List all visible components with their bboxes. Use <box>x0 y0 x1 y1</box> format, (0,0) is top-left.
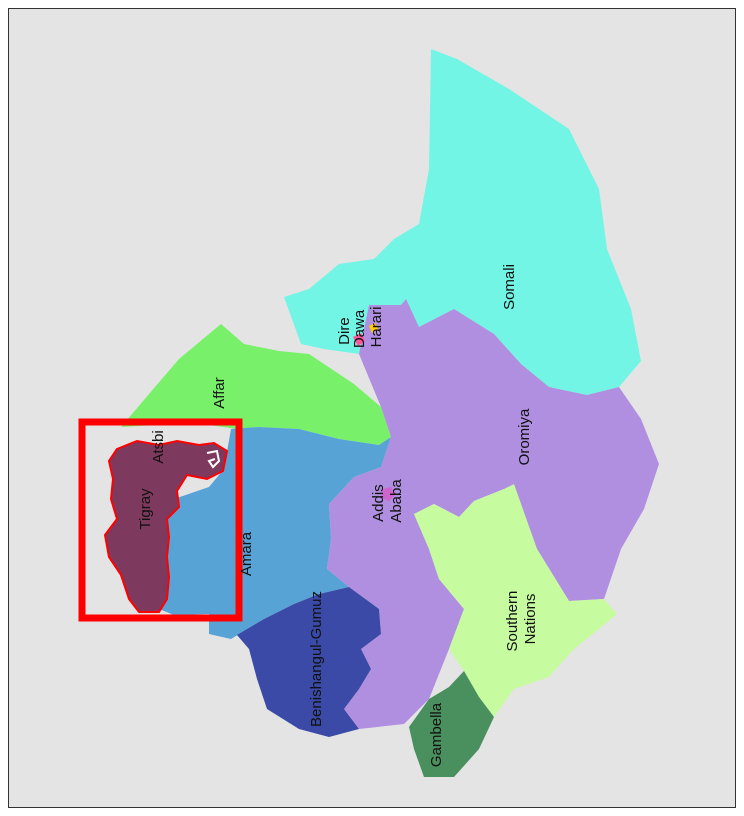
region-southern-nations[interactable] <box>414 484 617 717</box>
label-oromiya: Oromiya <box>516 408 533 465</box>
label-dire-dawa: Dire Dawa <box>336 309 368 348</box>
label-southern-nations: Southern Nations <box>504 586 539 651</box>
label-afar: Affar <box>211 377 228 408</box>
label-amara: Amara <box>238 531 255 576</box>
label-addis-ababa: Addis Ababa <box>370 479 405 523</box>
region-somali[interactable] <box>284 49 641 395</box>
region-amara[interactable] <box>159 427 391 639</box>
label-tigray: Tigray <box>137 488 154 530</box>
label-harari: Harari <box>368 307 385 348</box>
ethiopia-regions-map: Somali Affar Amara Tigray Oromiya Southe… <box>78 49 659 777</box>
tigray-outline <box>103 439 229 613</box>
label-somali: Somali <box>501 264 518 310</box>
region-benishangul-gumuz[interactable] <box>237 587 381 737</box>
region-tigray[interactable] <box>105 441 227 612</box>
region-harari[interactable] <box>369 323 378 333</box>
label-gambella: Gambella <box>428 702 445 767</box>
region-gambella[interactable] <box>409 671 494 777</box>
atsbi-district-marker <box>206 449 221 469</box>
label-atsbi: Atsbi <box>150 430 167 463</box>
highlight-rectangle <box>78 418 243 622</box>
region-addis-ababa[interactable] <box>381 487 395 501</box>
label-benishangul-gumuz: Benishangul-Gumuz <box>308 591 325 727</box>
region-dire-dawa[interactable] <box>353 333 365 346</box>
region-oromiya[interactable] <box>327 299 659 729</box>
region-afar[interactable] <box>121 324 391 445</box>
map-frame: Somali Affar Amara Tigray Oromiya Southe… <box>8 8 736 808</box>
